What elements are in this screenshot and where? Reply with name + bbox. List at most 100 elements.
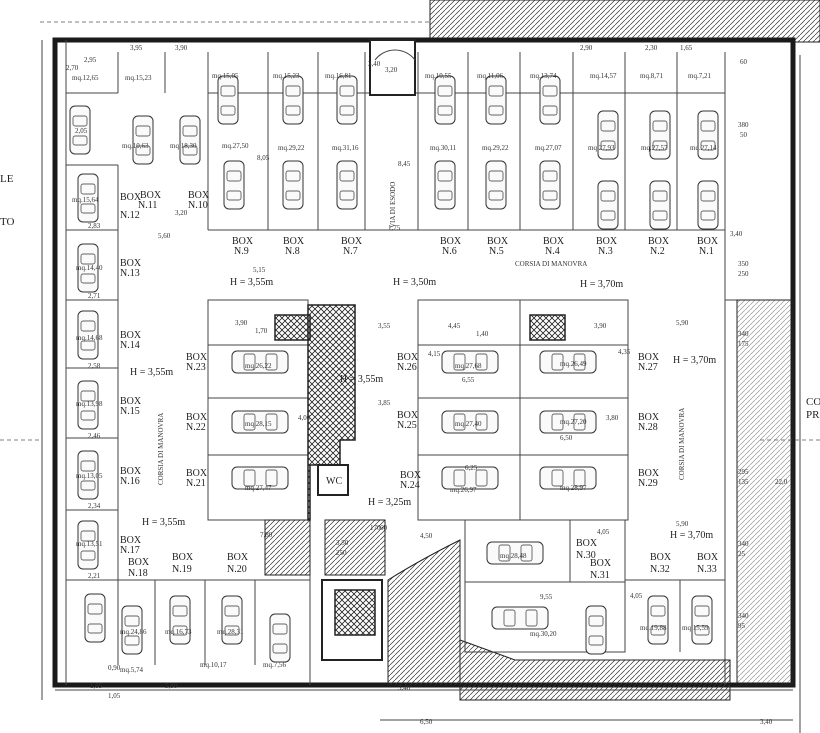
area-label: mq.28,15 (245, 420, 272, 428)
box-label: BOX (232, 236, 254, 247)
dim-text: 8,45 (398, 160, 411, 168)
area-label: mq.29,22 (278, 144, 305, 152)
box-label: BOX (283, 236, 305, 247)
box-label: BOX (440, 236, 462, 247)
box-number: N.30 (576, 550, 596, 561)
dim-text: 95 (738, 622, 746, 630)
box-number: N.8 (285, 246, 300, 257)
box-label: BOX (648, 236, 670, 247)
dim-text: 175 (738, 340, 749, 348)
dim-text: 5,60 (158, 232, 171, 240)
box-label: BOX (590, 558, 612, 569)
box-number: N.32 (650, 564, 670, 575)
box-label: BOX (397, 352, 419, 363)
box-number: N.1 (699, 246, 714, 257)
dim-text: 1,70 (255, 327, 268, 335)
center-left-labels: BOX N.23 mq.26,22 BOX N.22 mq.28,15 BOX … (186, 352, 272, 492)
edge-text-left-2: TO (0, 216, 15, 228)
box-number: N.10 (188, 200, 208, 211)
box-number: N.29 (638, 478, 658, 489)
box-number: N.7 (343, 246, 358, 257)
dim-text: 5,15 (253, 266, 266, 274)
area-label: mq.27,68 (455, 362, 482, 370)
via-di-esodo-label: VIA DI ESODO (389, 182, 397, 228)
dim-text: 3,90 (594, 322, 607, 330)
dim-text: 3,85 (378, 399, 391, 407)
area-label: mq.27,93 (588, 144, 615, 152)
dim-text: 135 (738, 478, 749, 486)
dim-text: 340 (738, 330, 749, 338)
area-label: mq.28,97 (560, 484, 587, 492)
box-number: N.12 (120, 210, 140, 221)
box-label: BOX (186, 412, 208, 423)
area-label: mq.27,50 (222, 142, 249, 150)
dimension-labels: 2,95 3,95 3,90 2,70 2,90 2,30 1,65 3,40 … (66, 44, 788, 726)
height-label: H = 3,70m (673, 355, 716, 366)
area-label: mq.13,51 (76, 540, 103, 548)
box-number: N.14 (120, 340, 140, 351)
dim-text: 2,46 (88, 432, 101, 440)
area-label: mq.12,65 (72, 74, 99, 82)
top-box-labels: BOX N.9 BOX N.8 BOX N.7 BOX N.6 BOX N.5 … (232, 236, 719, 257)
dim-text: 2,58 (88, 362, 101, 370)
box-label: BOX (128, 557, 150, 568)
dim-text: 6,50 (560, 434, 573, 442)
box-label: BOX (120, 535, 142, 546)
dim-text: 1,40 (476, 330, 489, 338)
stair-top-room (369, 39, 416, 96)
dim-text: 295 (738, 468, 749, 476)
dim-text: 1,85 (90, 682, 103, 690)
area-label: mq.13,98 (76, 400, 103, 408)
box-label: BOX (400, 470, 422, 481)
box-label: BOX (650, 552, 672, 563)
box-number: N.5 (489, 246, 504, 257)
box-number: N.24 (400, 480, 420, 491)
area-label: mq.16,81 (325, 72, 352, 80)
edge-text-right-2: PR (806, 409, 820, 421)
dim-text: 2,90 (580, 44, 593, 52)
box-10-12-labels: BOX N.11 mq.10,63 BOX N.10 mq.18,30 BOX … (72, 142, 210, 221)
area-label: mq.11,06 (477, 72, 504, 80)
edge-text-left-1: LE (0, 173, 14, 185)
dim-text: 4,15 (428, 350, 441, 358)
dim-text: 6,55 (462, 376, 475, 384)
dim-text: 3,95 (130, 44, 143, 52)
corsia-top-label: CORSIA DI MANOVRA (515, 260, 587, 268)
dim-text: 6,25 (465, 464, 478, 472)
dim-text: 50 (740, 131, 748, 139)
cars-center (231, 350, 713, 655)
dim-text: 3,55 (378, 322, 391, 330)
dim-text: 3,20 (175, 209, 188, 217)
box-number: N.2 (650, 246, 665, 257)
dim-text: 2,30 (645, 44, 658, 52)
dim-text: 2,70 (66, 64, 79, 72)
dim-text: 60 (380, 524, 388, 532)
box-number: N.4 (545, 246, 560, 257)
area-label: mq.27,20 (560, 418, 587, 426)
bottom-right-boxes (464, 519, 725, 653)
area-label: mq.27,40 (455, 420, 482, 428)
dim-text: 340 (738, 540, 749, 548)
dim-text: 2,21 (88, 572, 101, 580)
area-label: mq.19,88 (640, 624, 667, 632)
height-label: H = 3,70m (670, 530, 713, 541)
dim-text: 5,90 (676, 520, 689, 528)
box-number: N.27 (638, 362, 658, 373)
wc-room (317, 464, 349, 496)
bottom-box-labels: BOX N.18 mq.24,86 BOX N.19 mq.16,73 BOX … (120, 538, 719, 638)
area-label: mq.16,73 (165, 628, 192, 636)
bottom-small-areas: mq.5,74 mq.10,17 mq.7,56 (120, 661, 286, 674)
area-label: mq.15,64 (72, 196, 99, 204)
dim-text: 4,05 (597, 528, 610, 536)
height-label: H = 3,55m (230, 277, 273, 288)
box-number: N.18 (128, 568, 148, 579)
dim-text: 3,40 (398, 684, 411, 692)
left-column-dividers (65, 40, 119, 685)
corsia-left-label: CORSIA DI MANOVRA (157, 413, 165, 485)
dim-text: 3,40 (760, 718, 773, 726)
area-label: mq.14,40 (76, 264, 103, 272)
box-number: N.13 (120, 268, 140, 279)
area-label: mq.26,22 (245, 362, 272, 370)
box-label: BOX (697, 552, 719, 563)
